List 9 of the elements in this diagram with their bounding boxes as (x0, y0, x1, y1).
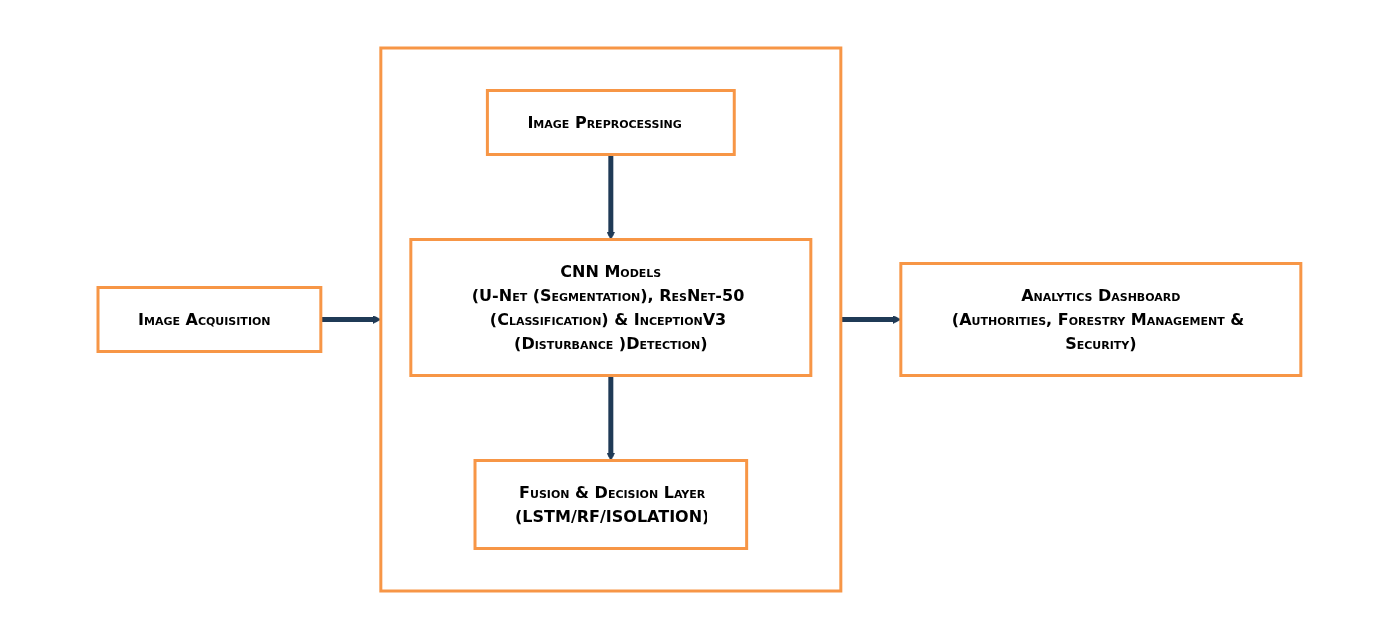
node-box: CNN Models (U-Net (Segmentation), ResNet-50 (Classification) & InceptionV3 (Disturbance )Detection) (408, 237, 812, 377)
node-box: Analytics Dashboard (Authorities, Forestry Management & Security) (898, 261, 1302, 377)
arrow (840, 314, 901, 324)
arrow (606, 154, 615, 240)
node-box: Image Preprocessing (485, 88, 736, 156)
arrow (606, 375, 615, 461)
arrow (320, 314, 381, 324)
node-box: Image Acquisition (96, 285, 322, 353)
cluster (378, 46, 842, 592)
